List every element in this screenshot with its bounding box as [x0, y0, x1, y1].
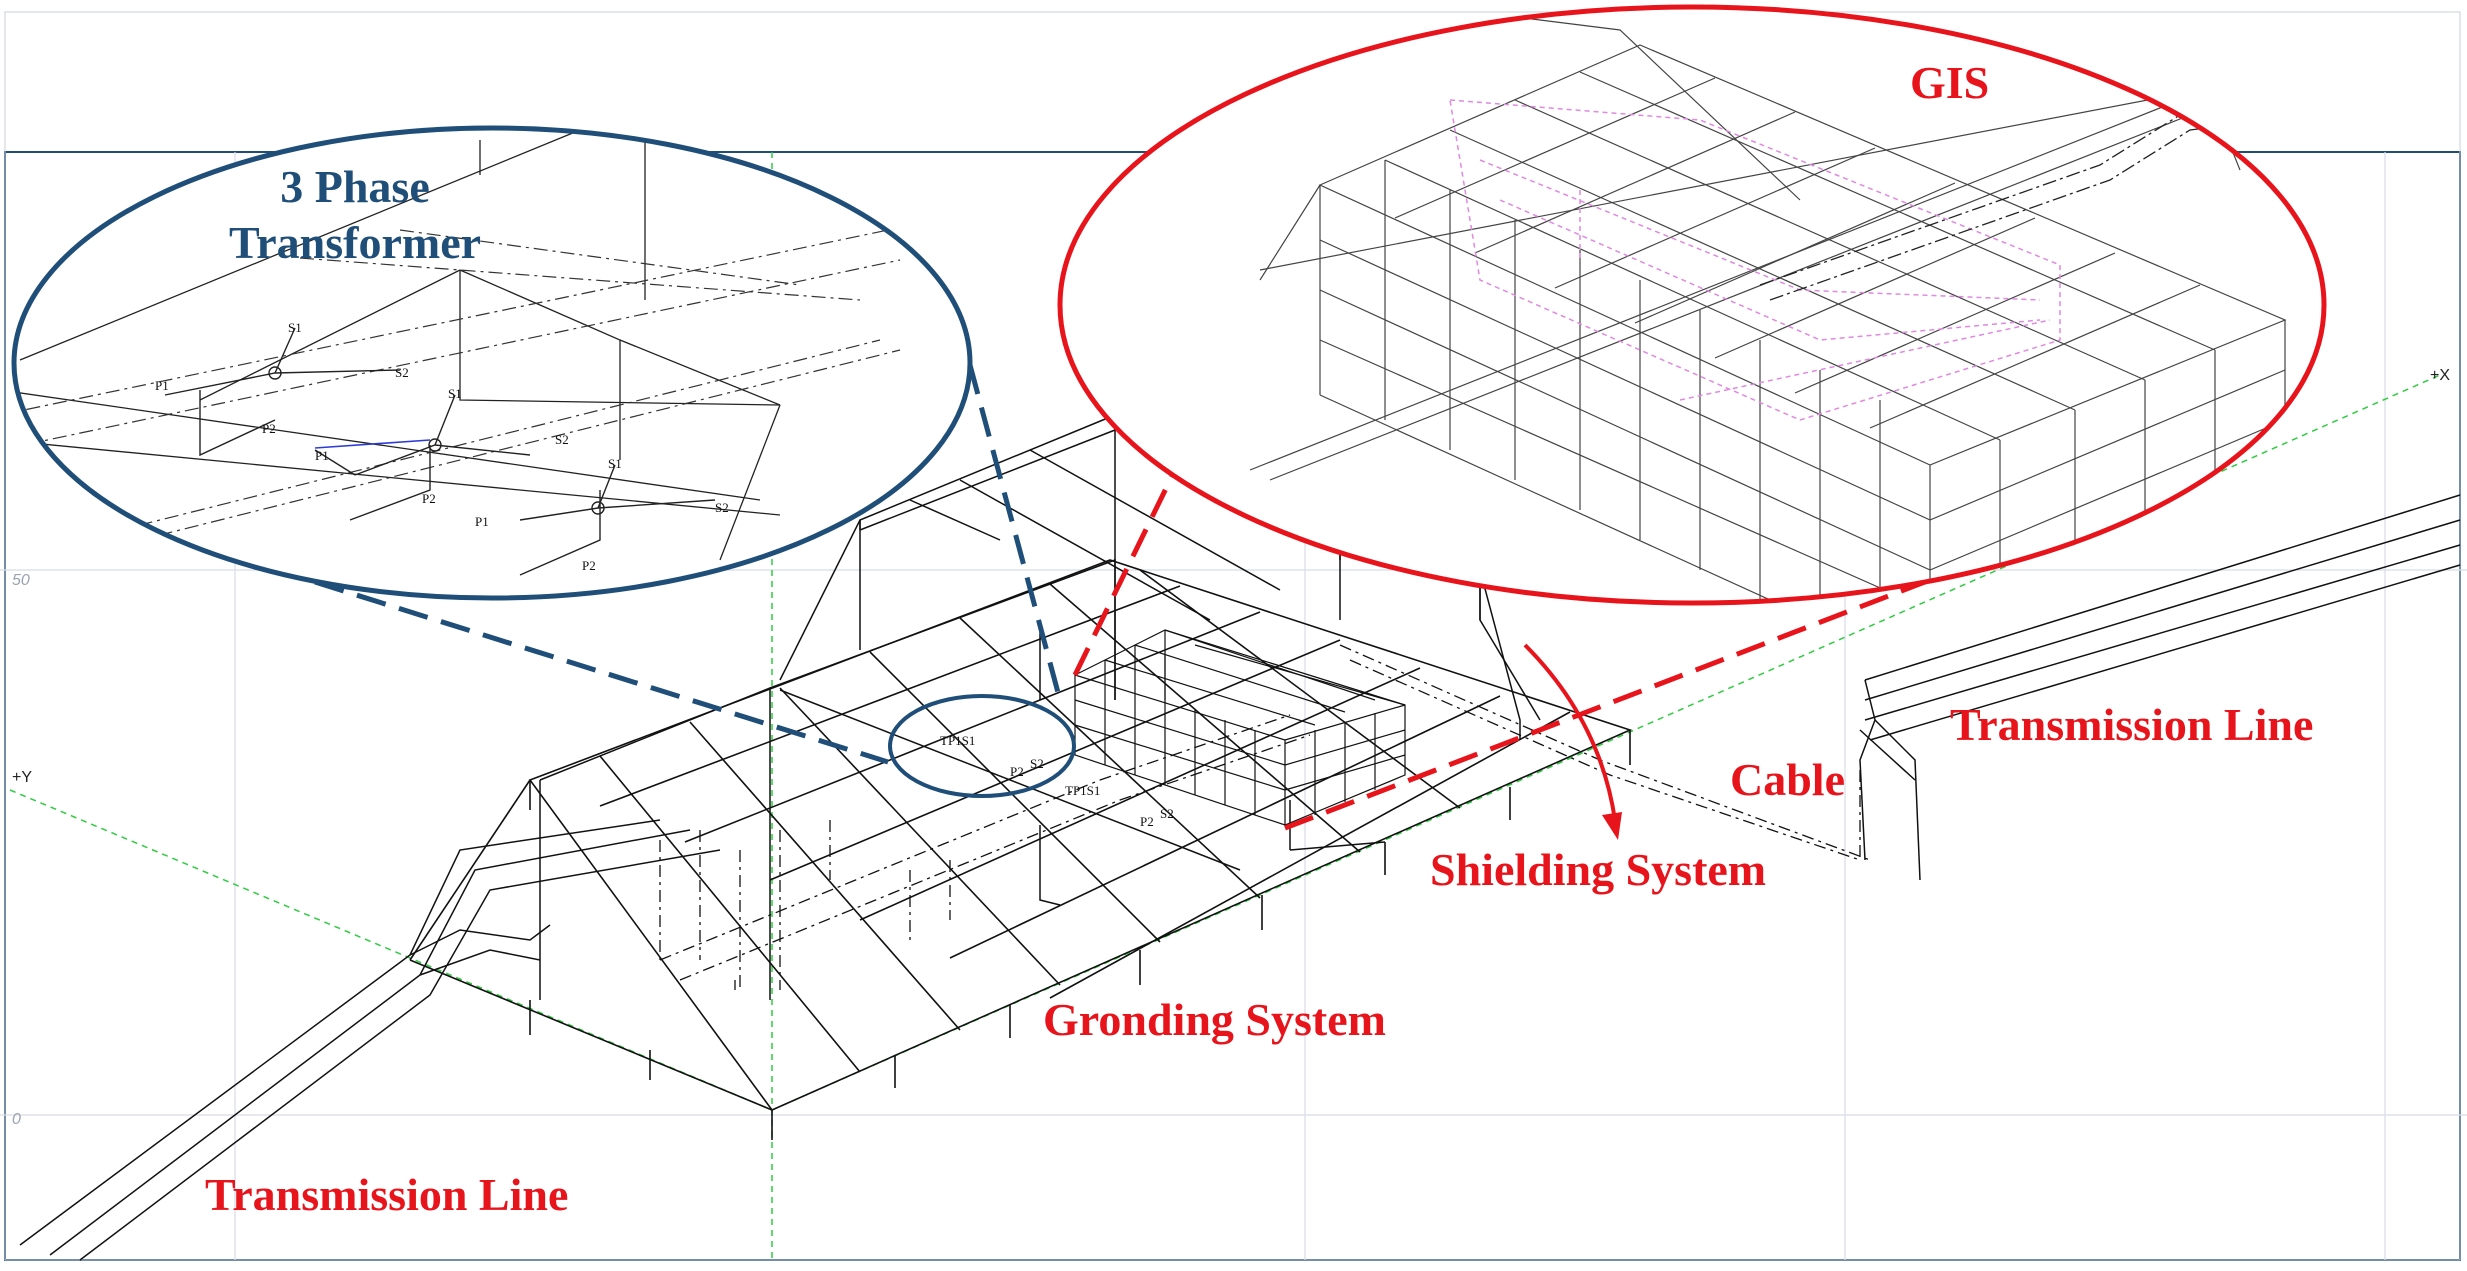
- shielding-system-label: Shielding System: [1430, 844, 1766, 895]
- shielding-arrowhead: [1602, 812, 1622, 840]
- t1-p1-label: P1: [155, 378, 169, 393]
- background-grid: [0, 152, 2467, 1260]
- t1-p2-label: P2: [262, 421, 276, 436]
- transformer-label-line2: Transformer: [229, 217, 481, 268]
- t1-s1-label: S1: [288, 320, 302, 335]
- gis-callout-border: [1057, 4, 2327, 606]
- cable-label: Cable: [1730, 754, 1845, 805]
- gis-mesh: [1074, 629, 1406, 826]
- t3-s1-label: S1: [608, 456, 622, 471]
- t1-s2-label: S2: [395, 365, 409, 380]
- grounding-grid-front-edge: [409, 779, 773, 1111]
- transformer-label-line1: 3 Phase: [280, 161, 430, 212]
- shielding-arrow: [1523, 643, 1617, 821]
- transformer-blue-wire: [314, 439, 431, 449]
- transmission-line-right: [1859, 494, 2461, 881]
- t2-s1-label: S1: [448, 386, 462, 401]
- cluster-b2-label: P2: [1140, 814, 1154, 829]
- transmission-line-left-label: Transmission Line: [205, 1169, 568, 1220]
- axis-tick-0: 0: [12, 1111, 21, 1128]
- cluster-b-label: P2: [1010, 764, 1024, 779]
- t2-p2-label: P2: [422, 491, 436, 506]
- x-axis-label: +X: [2430, 367, 2450, 384]
- diagram-labels: 3 Phase Transformer GIS Transmission Lin…: [205, 57, 2313, 1220]
- cluster-a-label: TP1S1: [940, 733, 975, 748]
- t2-s2-label: S2: [555, 432, 569, 447]
- gis-callout-fill: [1060, 7, 2324, 603]
- gis-pointer-right: [1284, 577, 1931, 831]
- transmission-line-right-label: Transmission Line: [1950, 699, 2313, 750]
- cluster-c2-label: S2: [1160, 806, 1174, 821]
- transformer-zoom-content: S1 S2 P1 P2 S1 S2 P1 P2 S1 S2 P1 P2: [14, 129, 961, 576]
- axis-tick-50: 50: [12, 572, 30, 589]
- transformer-cluster: TP1S1 P2 S2 TP1S1 P2 S2: [940, 733, 1174, 829]
- gis-label: GIS: [1910, 57, 1989, 108]
- cable-trench: [659, 644, 1871, 990]
- transformer-pointer-right: [967, 364, 1063, 701]
- transmission-line-left: [19, 819, 721, 1261]
- transformer-selection-ellipse: [888, 694, 1076, 798]
- transformer-pointer-left: [314, 579, 889, 765]
- transformer-callout: S1 S2 P1 P2 S1 S2 P1 P2 S1 S2 P1 P2: [11, 125, 973, 601]
- t3-p2-label: P2: [582, 558, 596, 573]
- cluster-a2-label: TP1S1: [1065, 783, 1100, 798]
- t2-p1-label: P1: [315, 448, 329, 463]
- transformer-callout-border: [11, 125, 973, 601]
- t3-p1-label: P1: [475, 514, 489, 529]
- transformer-callout-fill: [14, 128, 970, 598]
- outer-frame: [4, 11, 2461, 1261]
- gis-callout: [1057, 4, 2327, 606]
- t3-s2-label: S2: [715, 500, 729, 515]
- y-axis-label: +Y: [12, 769, 32, 786]
- grounding-system-label: Gronding System: [1043, 994, 1386, 1045]
- cluster-c-label: S2: [1030, 756, 1044, 771]
